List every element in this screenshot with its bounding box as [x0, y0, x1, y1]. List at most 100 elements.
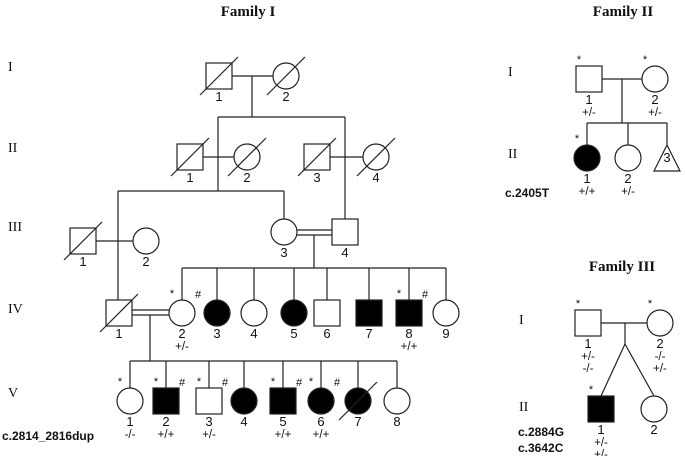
fam1-II-3-deceased-slash	[297, 137, 337, 177]
family-1-generation-III: III	[8, 220, 22, 235]
fam1-V-3-hash-mark: #	[222, 377, 229, 389]
fam1-V-8-id-label: 8	[393, 414, 400, 429]
individual-fam1-III-2: 2	[132, 227, 160, 269]
fam2-II-1-sequenced-asterisk: *	[575, 133, 580, 145]
fam2-I-1-male-square	[575, 65, 603, 93]
family-3-generation-I: I	[519, 313, 524, 328]
fam1-V-4-female-circle	[230, 387, 258, 415]
individual-fam1-IV-8: 8+/+*#	[395, 288, 429, 353]
fam3-I-1-genotype: +/-	[581, 351, 595, 363]
fam1-IV-1-deceased-slash	[99, 293, 139, 333]
fam3-I-2-genotype: -/-	[655, 351, 666, 363]
fam3-II-1-sequenced-asterisk: *	[589, 384, 594, 396]
family-3-title: Family III	[589, 259, 655, 275]
fam1-V-2-genotype: +/+	[158, 429, 175, 441]
family-2-title: Family II	[593, 4, 654, 20]
fam1-V-5-male-square	[269, 387, 297, 415]
fam1-V-3-male-square	[195, 387, 223, 415]
fam1-I-2-id-label: 2	[282, 89, 289, 104]
fam1-IV-2-genotype: +/-	[175, 341, 189, 353]
fam1-V-5-sequenced-asterisk: *	[271, 376, 276, 388]
fam1-V-6-genotype: +/+	[313, 429, 330, 441]
individual-fam1-IV-4: 4	[240, 299, 268, 341]
family-2-generation-II: II	[508, 147, 518, 162]
fam2-II-2-id-label: 2	[624, 171, 631, 186]
fam1-IV-4-female-circle	[240, 299, 268, 327]
individual-fam2-II-1: 1+/+*	[573, 133, 601, 198]
fam1-I-2-deceased-slash	[266, 56, 306, 96]
individual-fam1-V-7: 7	[338, 381, 378, 429]
fam1-IV-6-male-square	[313, 299, 341, 327]
fam3-II-1-male-square	[587, 395, 615, 423]
fam1-V-5-hash-mark: #	[296, 377, 303, 389]
fam2-I-2-female-circle	[641, 65, 669, 93]
family-2-generation-I: I	[508, 65, 513, 80]
fam3-I-1-genotype-2: -/-	[583, 363, 594, 375]
individual-fam1-V-1: 1-/-*	[116, 376, 144, 441]
fam1-IV-7-male-square	[355, 299, 383, 327]
fam1-V-6-female-circle	[307, 387, 335, 415]
fam1-I-1-id-label: 1	[215, 89, 222, 104]
pedigree-line	[624, 343, 655, 397]
fam1-V-2-id-label: 2	[162, 414, 169, 429]
fam3-I-2-genotype-2: +/-	[653, 363, 667, 375]
fam2-II-2-female-circle	[614, 144, 642, 172]
individual-fam3-I-1: 1+/--/-*	[574, 298, 602, 375]
individual-fam1-IV-6: 6	[313, 299, 341, 341]
individual-fam3-I-2: 2-/-+/-*	[646, 298, 674, 375]
fam1-IV-5-female-circle	[280, 299, 308, 327]
fam1-II-1-id-label: 1	[186, 170, 193, 185]
individual-fam1-IV-5: 5	[280, 299, 308, 341]
fam3-II-1-genotype: +/-	[594, 437, 608, 449]
individual-fam1-IV-3: 3	[203, 299, 231, 341]
fam1-IV-2-id-label: 2	[178, 326, 185, 341]
individual-fam2-I-2: 2+/-*	[641, 54, 669, 119]
fam1-IV-7-id-label: 7	[365, 326, 372, 341]
fam1-IV-2-hash-mark: #	[195, 289, 202, 301]
fam3-I-2-id-label: 2	[656, 336, 663, 351]
fam1-V-6-sequenced-asterisk: *	[309, 376, 314, 388]
fam1-III-3-id-label: 3	[280, 245, 287, 260]
fam1-IV-6-id-label: 6	[323, 326, 330, 341]
fam1-V-1-genotype: -/-	[125, 429, 136, 441]
fam1-III-1-id-label: 1	[79, 254, 86, 269]
fam3-II-2-id-label: 2	[650, 422, 657, 437]
fam1-V-6-id-label: 6	[317, 414, 324, 429]
individual-fam3-II-2: 2	[640, 395, 668, 437]
fam1-III-2-id-label: 2	[142, 254, 149, 269]
individual-fam1-IV-2: 2+/-*#	[168, 288, 202, 353]
individual-fam1-V-8: 8	[383, 387, 411, 429]
individual-fam2-I-1: 1+/-*	[575, 54, 603, 119]
fam1-IV-5-id-label: 5	[290, 326, 297, 341]
family-1-mutation-label: c.2814_2816dup	[2, 429, 94, 443]
fam1-IV-8-genotype: +/+	[401, 341, 418, 353]
fam1-I-1-deceased-slash	[199, 56, 239, 96]
fam1-IV-3-female-circle	[203, 299, 231, 327]
fam1-V-2-male-square	[152, 387, 180, 415]
family-3-generation-II: II	[519, 400, 529, 415]
fam2-I-1-id-label: 1	[585, 92, 592, 107]
individual-fam1-V-5: 5+/+*#	[269, 376, 303, 441]
fam1-V-3-sequenced-asterisk: *	[197, 376, 202, 388]
family-1-generation-IV: IV	[8, 302, 23, 317]
individual-fam1-V-3: 3+/- * #	[195, 376, 229, 441]
fam2-I-2-genotype: +/-	[648, 107, 662, 119]
individual-fam1-IV-9: 9	[432, 299, 460, 341]
fam1-IV-1-id-label: 1	[115, 326, 122, 341]
fam1-II-4-id-label: 4	[372, 170, 379, 185]
fam2-II-1-female-circle	[573, 144, 601, 172]
fam1-IV-4-id-label: 4	[250, 326, 257, 341]
fam1-V-7-deceased-slash	[338, 381, 378, 421]
fam2-II-2-genotype: +/-	[621, 186, 635, 198]
individual-fam1-V-6: 6+/+*#	[307, 376, 341, 441]
fam2-I-2-sequenced-asterisk: *	[643, 54, 648, 66]
fam1-V-3-genotype: +/-	[202, 429, 216, 441]
fam1-II-4-deceased-slash	[356, 137, 396, 177]
fam1-V-3-id-label: 3	[205, 414, 212, 429]
individual-fam1-I-2: 2	[266, 56, 306, 104]
individual-fam1-II-1: 1	[170, 137, 210, 185]
fam1-V-2-hash-mark: #	[179, 377, 186, 389]
fam1-V-7-id-label: 7	[354, 414, 361, 429]
fam1-III-2-female-circle	[132, 227, 160, 255]
